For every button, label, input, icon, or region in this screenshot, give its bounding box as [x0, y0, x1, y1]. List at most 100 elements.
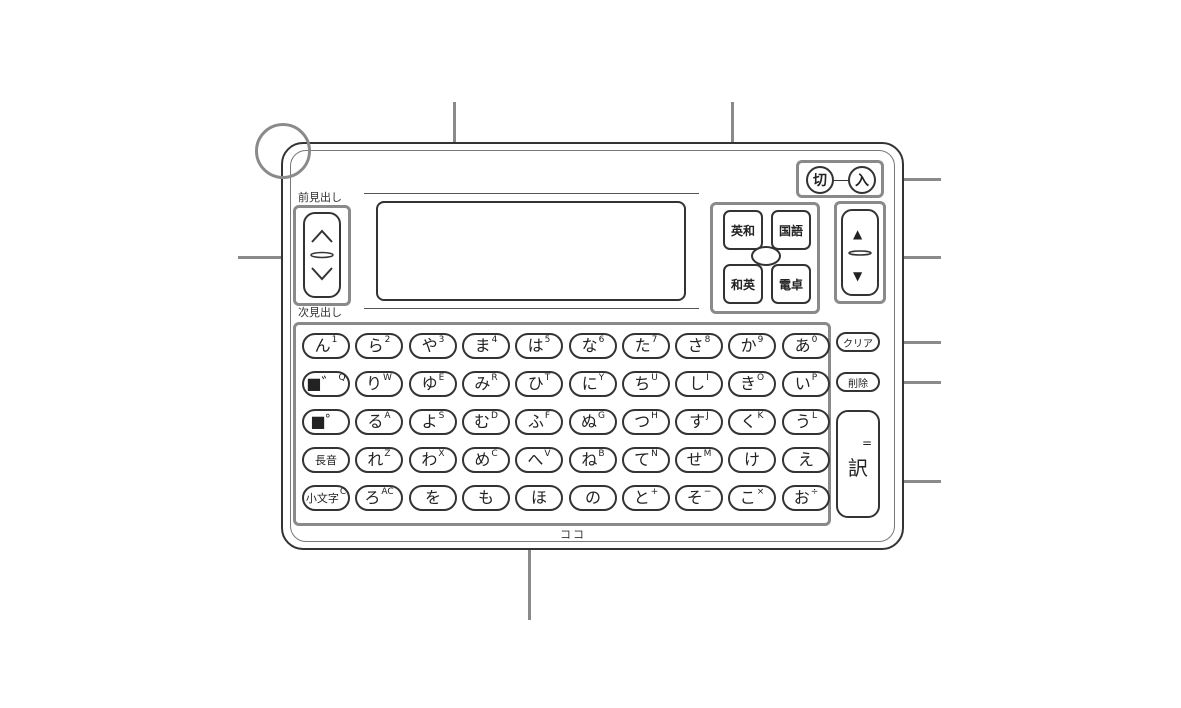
key-main-label: ん — [314, 336, 331, 355]
mode-kokugo-key[interactable]: 国語 — [771, 210, 811, 250]
key-sub-label: K — [757, 410, 764, 421]
key-r5-c8[interactable]: そ− — [675, 485, 723, 511]
key-r4-c9[interactable]: け — [728, 447, 776, 473]
key-sub-label: R — [491, 372, 498, 383]
key-main-label: み — [474, 374, 491, 393]
key-main-label: こ — [739, 488, 756, 507]
clear-key[interactable]: クリア — [836, 332, 880, 352]
mode-waei-key[interactable]: 和英 — [723, 264, 763, 304]
key-main-label: く — [740, 412, 757, 431]
key-main-label: の — [584, 488, 601, 507]
mode-eiwa-key[interactable]: 英和 — [723, 210, 763, 250]
key-main-label: け — [743, 450, 760, 469]
key-r5-c9[interactable]: こ× — [728, 485, 776, 511]
key-sub-label: F — [544, 410, 551, 421]
key-main-label: ■゜ — [310, 412, 342, 431]
key-sub-label: 6 — [598, 334, 605, 345]
key-sub-label: ÷ — [810, 486, 819, 497]
key-r5-c3[interactable]: を — [409, 485, 457, 511]
key-r2-c1[interactable]: ■゛Q — [302, 371, 350, 397]
key-main-label: め — [474, 450, 491, 469]
key-main-label: し — [689, 374, 706, 393]
key-r4-c10[interactable]: え — [782, 447, 830, 473]
key-sub-label: 5 — [544, 334, 551, 345]
heading-nav-key[interactable] — [303, 212, 341, 298]
key-sub-label: AC — [381, 486, 394, 497]
key-sub-label: C — [491, 448, 498, 459]
delete-key[interactable]: 削除 — [836, 372, 880, 392]
power-on-button[interactable]: 入 — [848, 166, 876, 194]
key-main-label: た — [634, 336, 651, 355]
key-main-label: わ — [421, 450, 438, 469]
power-off-button[interactable]: 切 — [806, 166, 834, 194]
key-r5-c7[interactable]: と+ — [622, 485, 670, 511]
scroll-callout — [834, 201, 886, 304]
display-screen — [376, 201, 686, 301]
key-main-label: よ — [421, 412, 438, 431]
key-main-label: む — [474, 412, 491, 431]
key-sub-label: N — [651, 448, 658, 459]
power-connector — [834, 180, 848, 181]
mode-dentaku-key[interactable]: 電卓 — [771, 264, 811, 304]
scroll-key[interactable]: ▲ ▼ — [841, 209, 879, 296]
reset-circle-callout — [255, 123, 311, 179]
key-sub-label: V — [544, 448, 551, 459]
key-sub-label: Y — [598, 372, 605, 383]
key-main-label: に — [581, 374, 598, 393]
key-main-label: ろ — [364, 488, 381, 507]
key-sub-label: T — [544, 372, 551, 383]
key-r3-c1[interactable]: ■゜ — [302, 409, 350, 435]
key-r5-c10[interactable]: お÷ — [782, 485, 830, 511]
key-sub-label: B — [598, 448, 605, 459]
key-main-label: ひ — [527, 374, 544, 393]
key-main-label: あ — [794, 336, 811, 355]
callout-line-heading — [238, 256, 296, 259]
key-r4-c1[interactable]: 長音 — [302, 447, 350, 473]
chevron-down-icon — [311, 267, 333, 281]
key-r5-c4[interactable]: も — [462, 485, 510, 511]
key-r5-c5[interactable]: ほ — [515, 485, 563, 511]
key-main-label: か — [740, 336, 757, 355]
key-r5-c6[interactable]: の — [569, 485, 617, 511]
key-main-label: ま — [474, 336, 491, 355]
translate-key[interactable]: = 訳 — [836, 410, 880, 518]
center-oval-button[interactable] — [751, 246, 781, 266]
